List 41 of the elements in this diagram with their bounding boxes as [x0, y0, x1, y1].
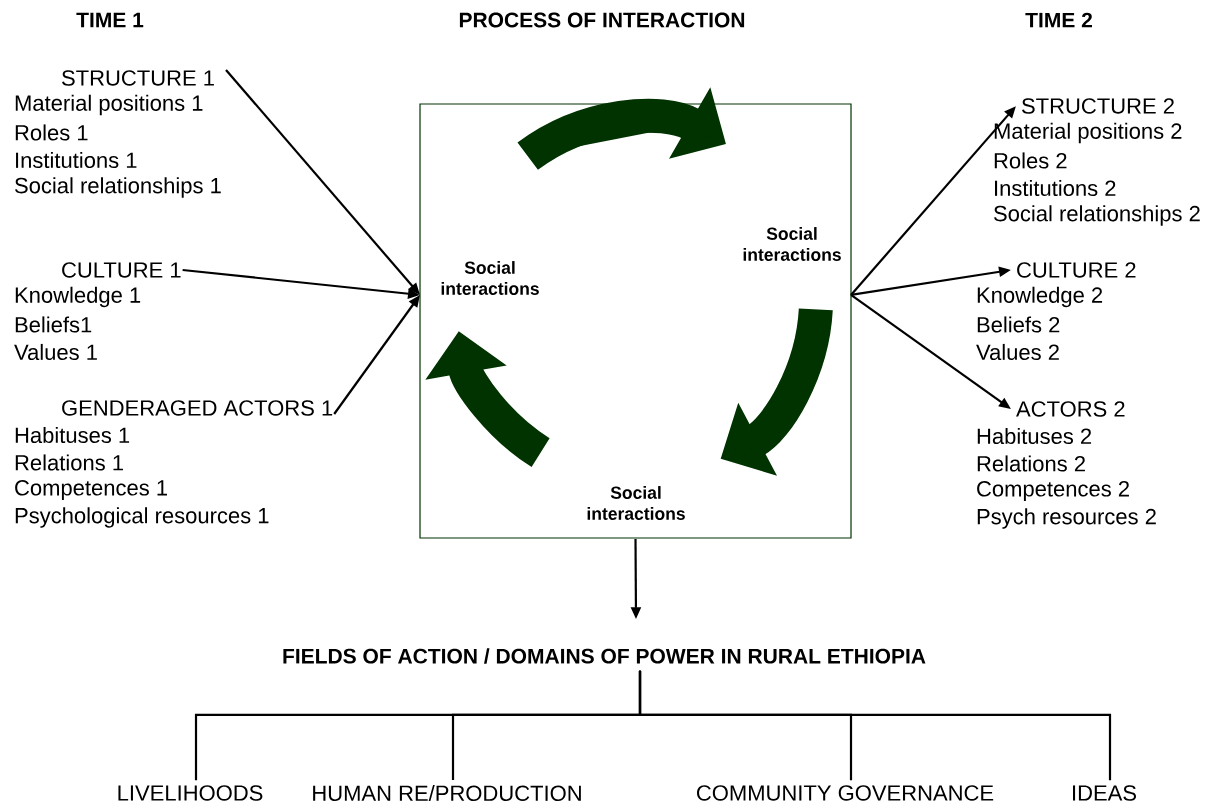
list-item: Competences 1: [15, 480, 167, 500]
heading: GENDERAGED ACTORS 1: [62, 400, 333, 416]
list-item: Roles 1: [15, 124, 88, 141]
node-label: Social interactions: [587, 486, 685, 520]
category-label: IDEAS: [1073, 785, 1136, 801]
category-label: COMMUNITY GOVERNANCE: [697, 785, 994, 801]
list-item: Social relationships 1: [15, 177, 221, 198]
list-item: Roles 2: [994, 152, 1067, 169]
list-item: Institutions 1: [16, 151, 137, 169]
list-item: Habituses 2: [977, 427, 1092, 445]
heading: FIELDS OF ACTION / DOMAINS OF POWER IN RURAL ETHIOPIA: [283, 648, 926, 664]
heading: CULTURE 1: [62, 262, 181, 278]
process-box: [419, 103, 852, 539]
list-item: Values 1: [14, 343, 97, 361]
list-item: Psych resources 2: [977, 508, 1156, 529]
connector-line: [638, 670, 1112, 781]
node-label: Social interactions: [441, 261, 539, 295]
list-item: Relations 1: [15, 454, 123, 471]
list-item: Beliefs1: [15, 316, 92, 333]
heading: ACTORS 2: [1016, 401, 1125, 417]
list-item: Habituses 1: [15, 426, 130, 444]
node-label: Social interactions: [743, 227, 841, 261]
list-item: Material positions 2: [994, 122, 1182, 144]
heading: CULTURE 2: [1017, 262, 1136, 278]
column-heading: TIME 2: [1025, 12, 1092, 28]
column-heading: TIME 1: [76, 12, 144, 28]
title: PROCESS OF INTERACTION: [459, 12, 745, 28]
list-item: Knowledge 2: [977, 286, 1103, 308]
list-item: Psychological resources 1: [15, 507, 269, 528]
category-label: HUMAN RE/PRODUCTION: [313, 784, 581, 802]
list-item: Institutions 2: [995, 179, 1116, 197]
heading: STRUCTURE 1: [62, 70, 214, 86]
list-item: Material positions 1: [15, 94, 203, 116]
list-item: Relations 2: [977, 455, 1085, 472]
list-item: Knowledge 1: [15, 286, 141, 308]
category-label: LIVELIHOODS: [118, 785, 263, 801]
list-item: Values 2: [976, 343, 1059, 361]
list-item: Competences 2: [977, 481, 1129, 501]
list-item: Social relationships 2: [994, 205, 1200, 226]
heading: STRUCTURE 2: [1022, 98, 1174, 114]
list-item: Beliefs 2: [977, 316, 1060, 333]
